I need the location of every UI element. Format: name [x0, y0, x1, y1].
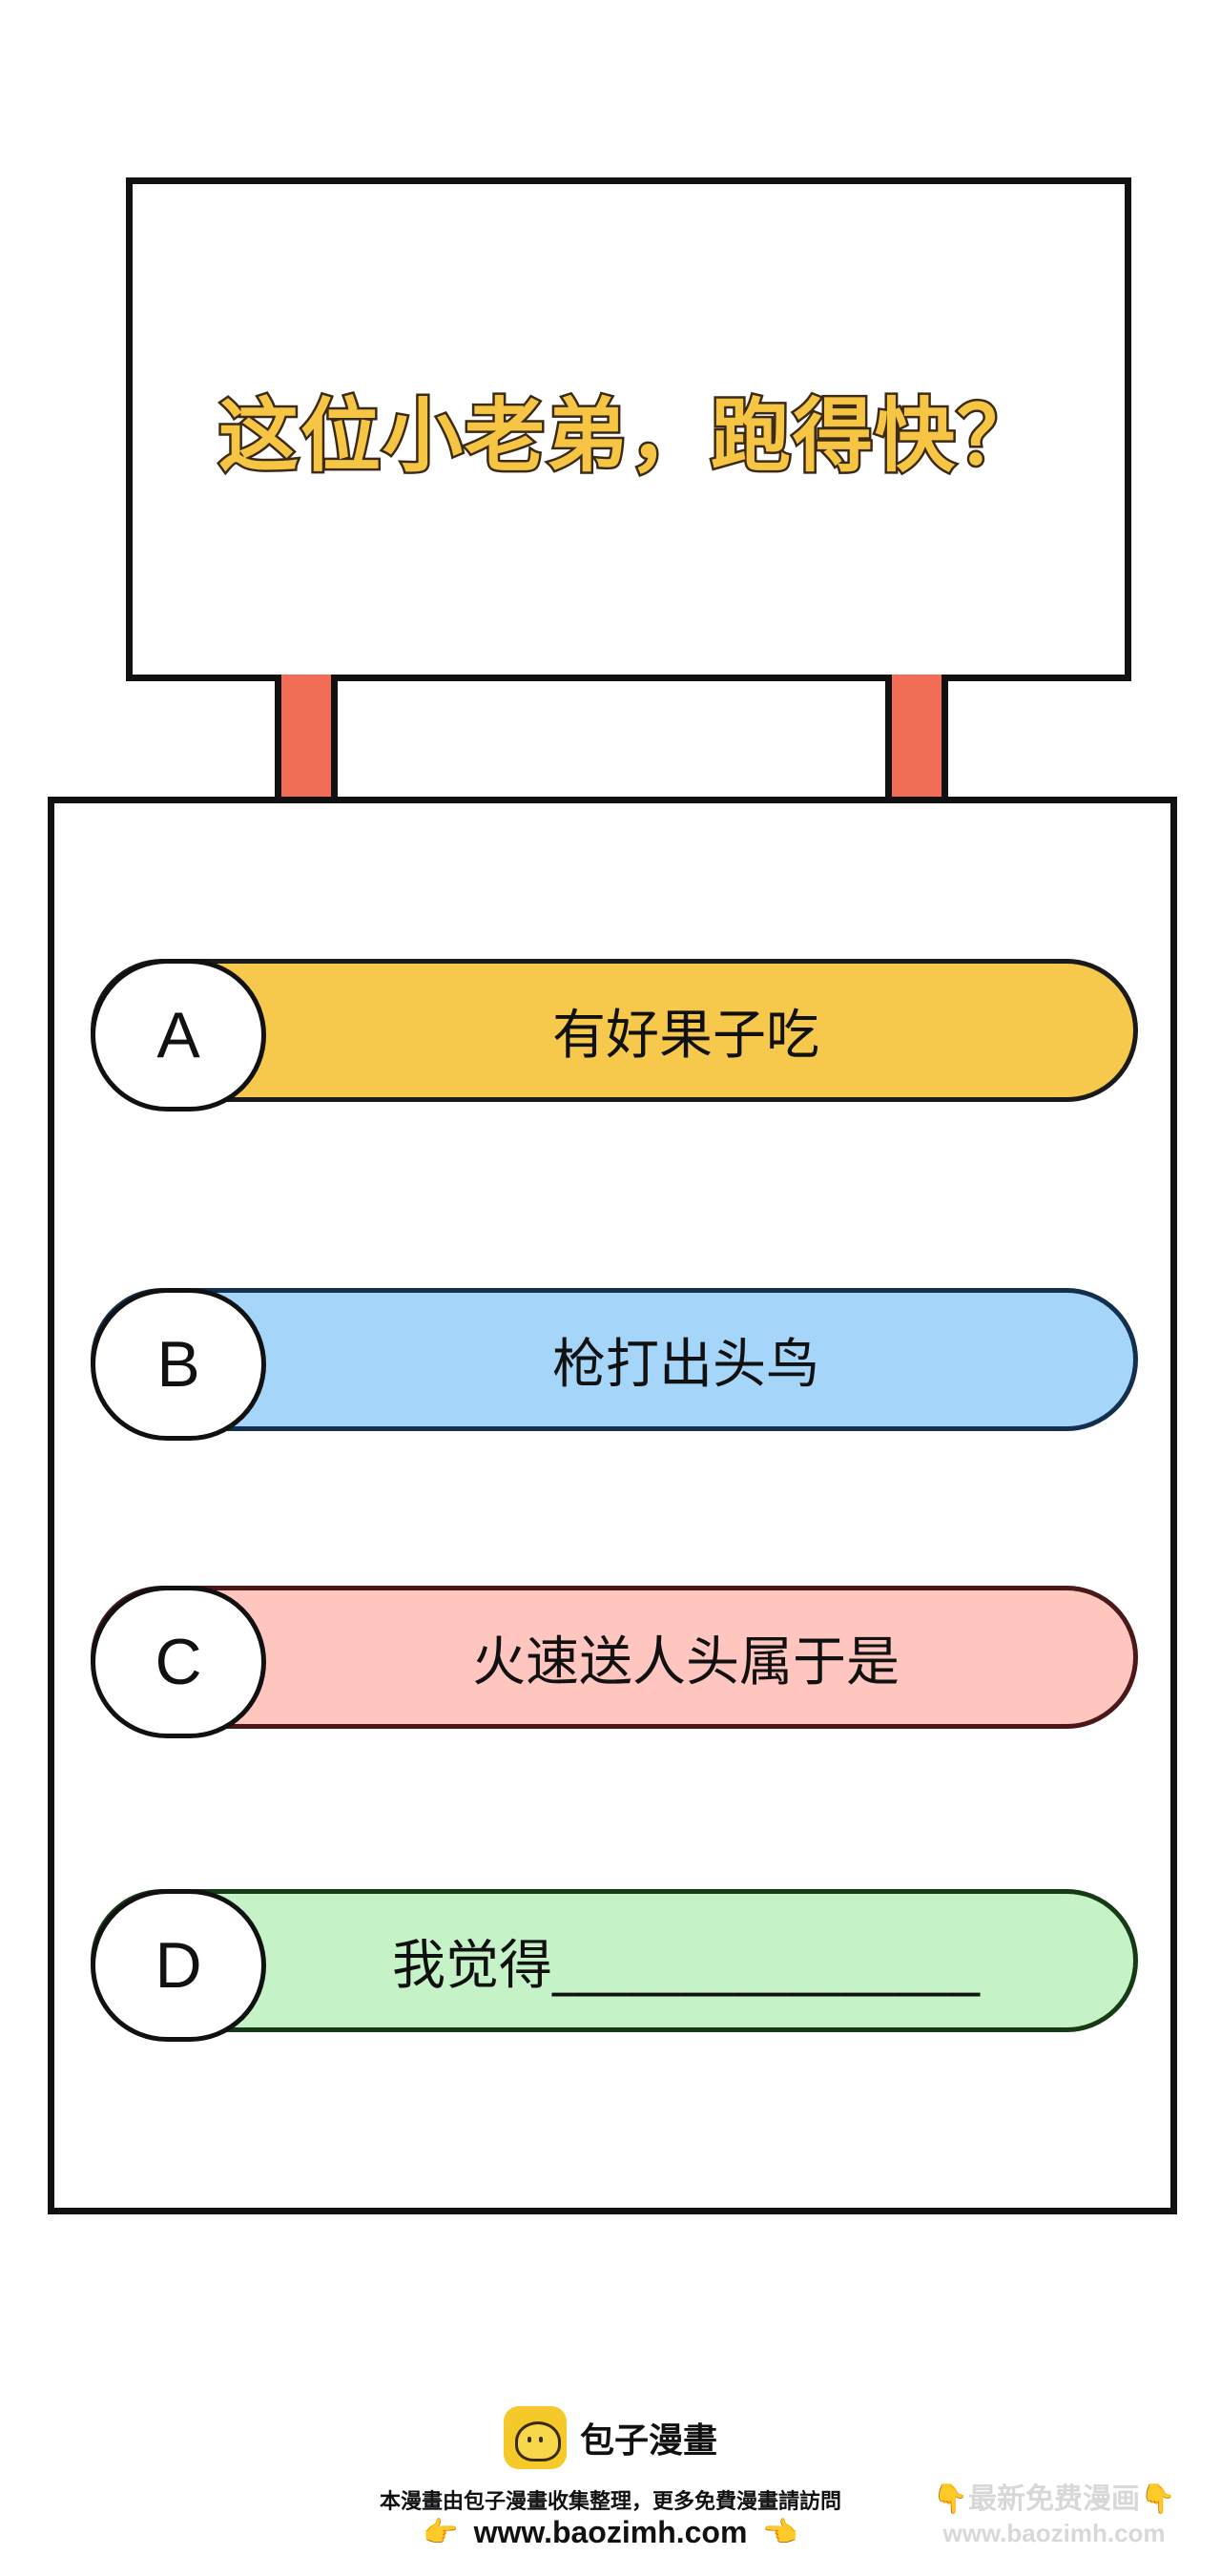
option-b[interactable]: B 枪打出头鸟	[91, 1288, 1138, 1441]
option-c[interactable]: C 火速送人头属于是	[91, 1586, 1138, 1738]
footer-url-link[interactable]: www.baozimh.com	[473, 2515, 748, 2549]
pointing-left-icon: 👈	[762, 2517, 798, 2548]
option-text: 火速送人头属于是	[472, 1631, 900, 1693]
baozi-logo-icon	[503, 2406, 567, 2469]
sign-post-left	[275, 675, 338, 797]
option-text: 我觉得________________	[392, 1934, 980, 1997]
option-letter: C	[91, 1586, 266, 1738]
pointing-right-icon: 👉	[423, 2517, 459, 2548]
option-letter: B	[91, 1288, 266, 1441]
footer-url-row[interactable]: 👉 www.baozimh.com 👈	[0, 2515, 1221, 2550]
question-title: 这位小老弟，跑得快？	[216, 386, 1039, 485]
footer-note: 本漫畫由包子漫畫收集整理，更多免費漫畫請訪問	[379, 2490, 841, 2514]
option-text: 有好果子吃	[552, 1004, 819, 1067]
sign-post-right	[885, 675, 948, 797]
option-d[interactable]: D 我觉得________________	[91, 1889, 1138, 2042]
option-letter: A	[91, 959, 266, 1111]
option-text: 枪打出头鸟	[552, 1333, 819, 1396]
footer-logo[interactable]: 包子漫畫	[0, 2406, 1221, 2469]
option-a[interactable]: A 有好果子吃	[91, 959, 1138, 1111]
option-letter: D	[91, 1889, 266, 2042]
watermark-title: 👇最新免费漫画👇	[932, 2483, 1176, 2516]
logo-text: 包子漫畫	[579, 2421, 717, 2461]
watermark-url: www.baozimh.com	[942, 2519, 1166, 2547]
question-sign: 这位小老弟，跑得快？	[126, 177, 1131, 681]
watermark: 👇最新免费漫画👇 www.baozimh.com	[908, 2475, 1200, 2557]
